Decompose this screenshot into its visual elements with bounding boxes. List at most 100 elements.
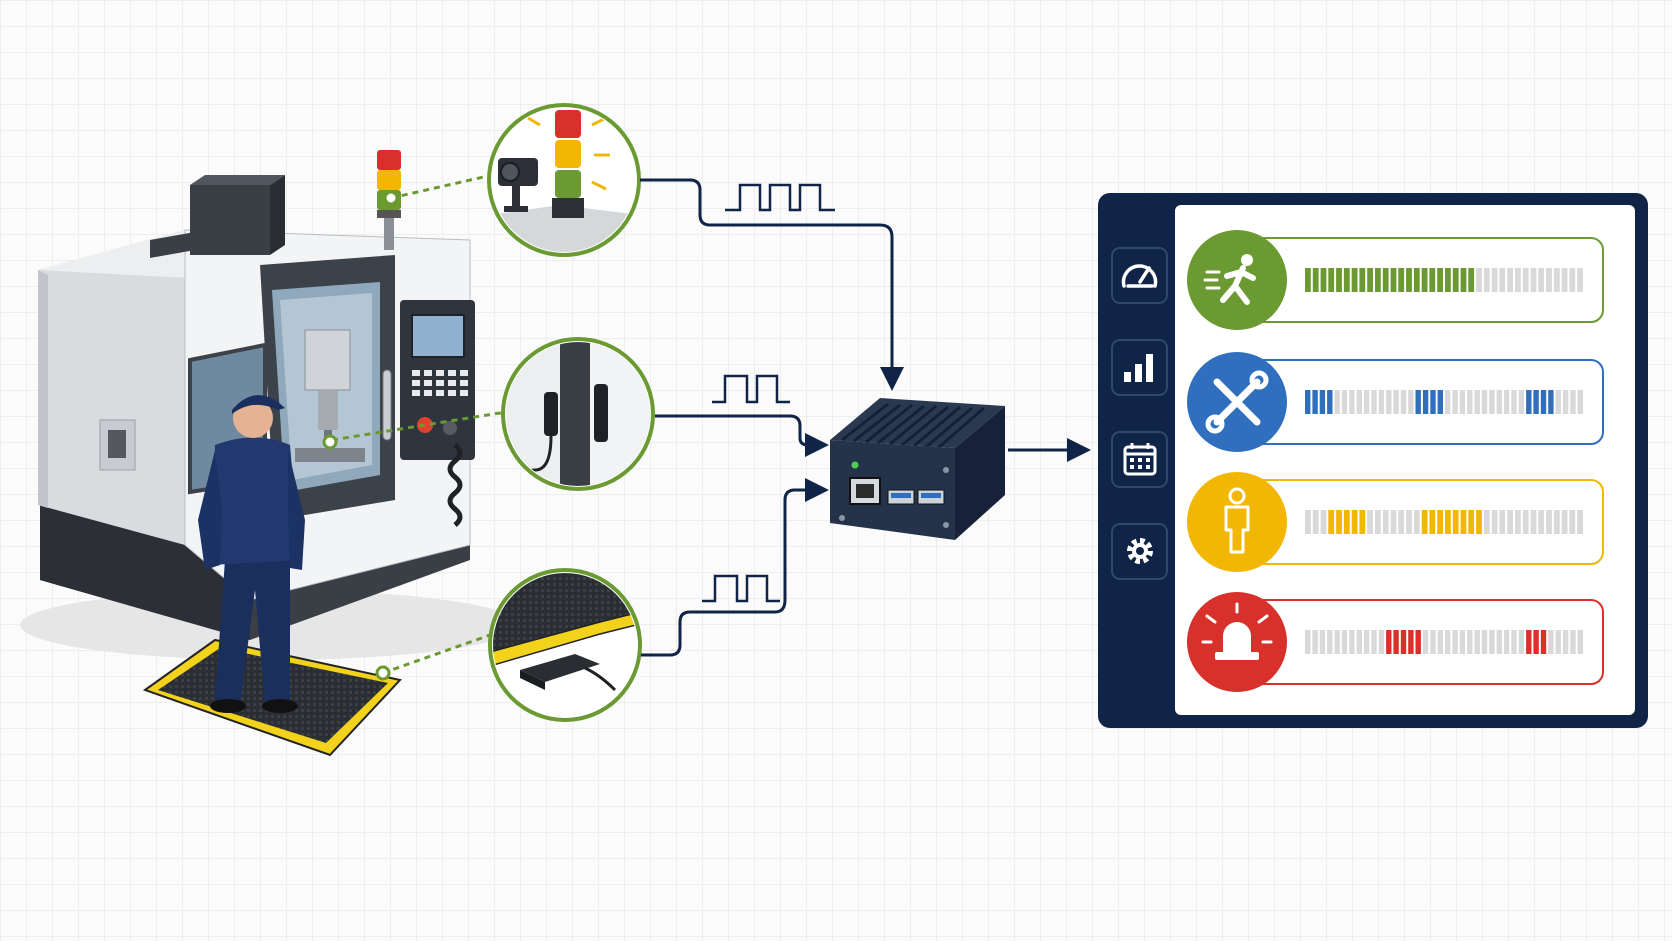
timeline-segment (1312, 630, 1318, 654)
callout-stack-light-camera (487, 103, 641, 257)
timeline-segment (1445, 390, 1451, 414)
iot-gateway (830, 398, 1005, 540)
timeline-segment (1533, 630, 1539, 654)
timeline-segment (1437, 390, 1443, 414)
timeline-segment (1452, 268, 1459, 292)
timeline-segment (1460, 510, 1467, 534)
timeline-segment (1413, 510, 1420, 534)
timeline-segment (1467, 630, 1473, 654)
timeline-segment (1371, 390, 1377, 414)
timeline-segment (1546, 510, 1552, 534)
timeline-segment (1408, 630, 1414, 654)
timeline-segment (1561, 268, 1568, 292)
alarm-light-icon (1201, 602, 1273, 660)
timeline-segment (1452, 510, 1459, 534)
timeline-segment (1522, 510, 1529, 534)
timeline-segment (1320, 510, 1327, 534)
timeline-segment (1518, 390, 1525, 414)
timeline-segment (1489, 630, 1495, 654)
timeline-segment (1400, 630, 1407, 654)
bar-chart-icon (1124, 354, 1153, 382)
timeline-segment (1445, 510, 1451, 534)
timeline-segment (1363, 390, 1370, 414)
callout-door-sensor (501, 337, 655, 491)
status-row (1187, 230, 1604, 330)
timeline-segment (1312, 268, 1319, 292)
timeline-segment (1422, 630, 1429, 654)
timeline-segment (1305, 630, 1311, 654)
timeline-segment (1526, 630, 1532, 654)
timeline-segment (1507, 268, 1513, 292)
timeline-segment (1577, 510, 1583, 534)
timeline-segment (1577, 268, 1583, 292)
timeline-segment (1319, 390, 1326, 414)
timeline-segment (1530, 510, 1537, 534)
sidebar-item-gauge[interactable] (1111, 247, 1168, 304)
timeline-segment (1430, 630, 1436, 654)
timeline-segment (1503, 390, 1510, 414)
timeline-segment (1503, 630, 1510, 654)
timeline-segment (1555, 390, 1561, 414)
timeline-segment (1305, 390, 1311, 414)
timeline-segment (1474, 630, 1480, 654)
timeline-segment (1496, 630, 1502, 654)
magnetic-sensor-icon (518, 384, 608, 486)
timeline-segment (1413, 268, 1420, 292)
status-timeline (1305, 630, 1583, 654)
timeline-segment (1398, 268, 1405, 292)
timeline-segment (1351, 268, 1358, 292)
timeline-segment (1459, 390, 1466, 414)
timeline-segment (1386, 630, 1392, 654)
timeline-segment (1415, 630, 1421, 654)
timeline-segment (1437, 510, 1443, 534)
timeline-segment (1305, 510, 1311, 534)
timeline-segment (1312, 390, 1318, 414)
timeline-segment (1375, 510, 1381, 534)
leader-lines (331, 174, 507, 675)
timeline-segment (1319, 630, 1326, 654)
timeline-segment (1522, 268, 1529, 292)
timeline-segment (1474, 390, 1480, 414)
timeline-segment (1382, 268, 1389, 292)
timeline-segment (1363, 630, 1370, 654)
timeline-segment (1561, 510, 1568, 534)
timeline-segment (1546, 268, 1552, 292)
timeline-segment (1305, 268, 1311, 292)
timeline-segment (1415, 390, 1421, 414)
timeline-segment (1327, 390, 1333, 414)
timeline-segment (1515, 268, 1521, 292)
sidebar-item-schedule[interactable] (1111, 431, 1168, 488)
timeline-segment (1343, 268, 1350, 292)
timeline-segment (1359, 510, 1366, 534)
timeline-segment (1356, 630, 1362, 654)
timeline-segment (1562, 630, 1569, 654)
signal-lines (640, 178, 1091, 657)
timeline-segment (1553, 510, 1560, 534)
timeline-segment (1491, 268, 1498, 292)
timeline-segment (1336, 268, 1342, 292)
timeline-segment (1476, 510, 1482, 534)
timeline-segment (1459, 630, 1466, 654)
sidebar-item-analytics[interactable] (1111, 339, 1168, 396)
timeline-segment (1577, 630, 1583, 654)
status-rows (1187, 230, 1604, 692)
timeline-segment (1359, 268, 1366, 292)
timeline-segment (1540, 630, 1547, 654)
timeline-segment (1496, 390, 1502, 414)
pulse-waveforms (702, 183, 835, 603)
timeline-segment (1429, 510, 1436, 534)
timeline-segment (1511, 390, 1517, 414)
timeline-segment (1328, 510, 1335, 534)
sidebar-item-settings[interactable] (1111, 523, 1168, 580)
timeline-segment (1483, 510, 1490, 534)
timeline-segment (1515, 510, 1521, 534)
timeline-segment (1406, 510, 1412, 534)
timeline-segment (1430, 390, 1436, 414)
timeline-segment (1467, 390, 1473, 414)
timeline-segment (1445, 630, 1451, 654)
timeline-segment (1320, 268, 1327, 292)
timeline-segment (1491, 510, 1498, 534)
worker (198, 395, 305, 713)
timeline-segment (1334, 630, 1340, 654)
timeline-segment (1570, 630, 1576, 654)
